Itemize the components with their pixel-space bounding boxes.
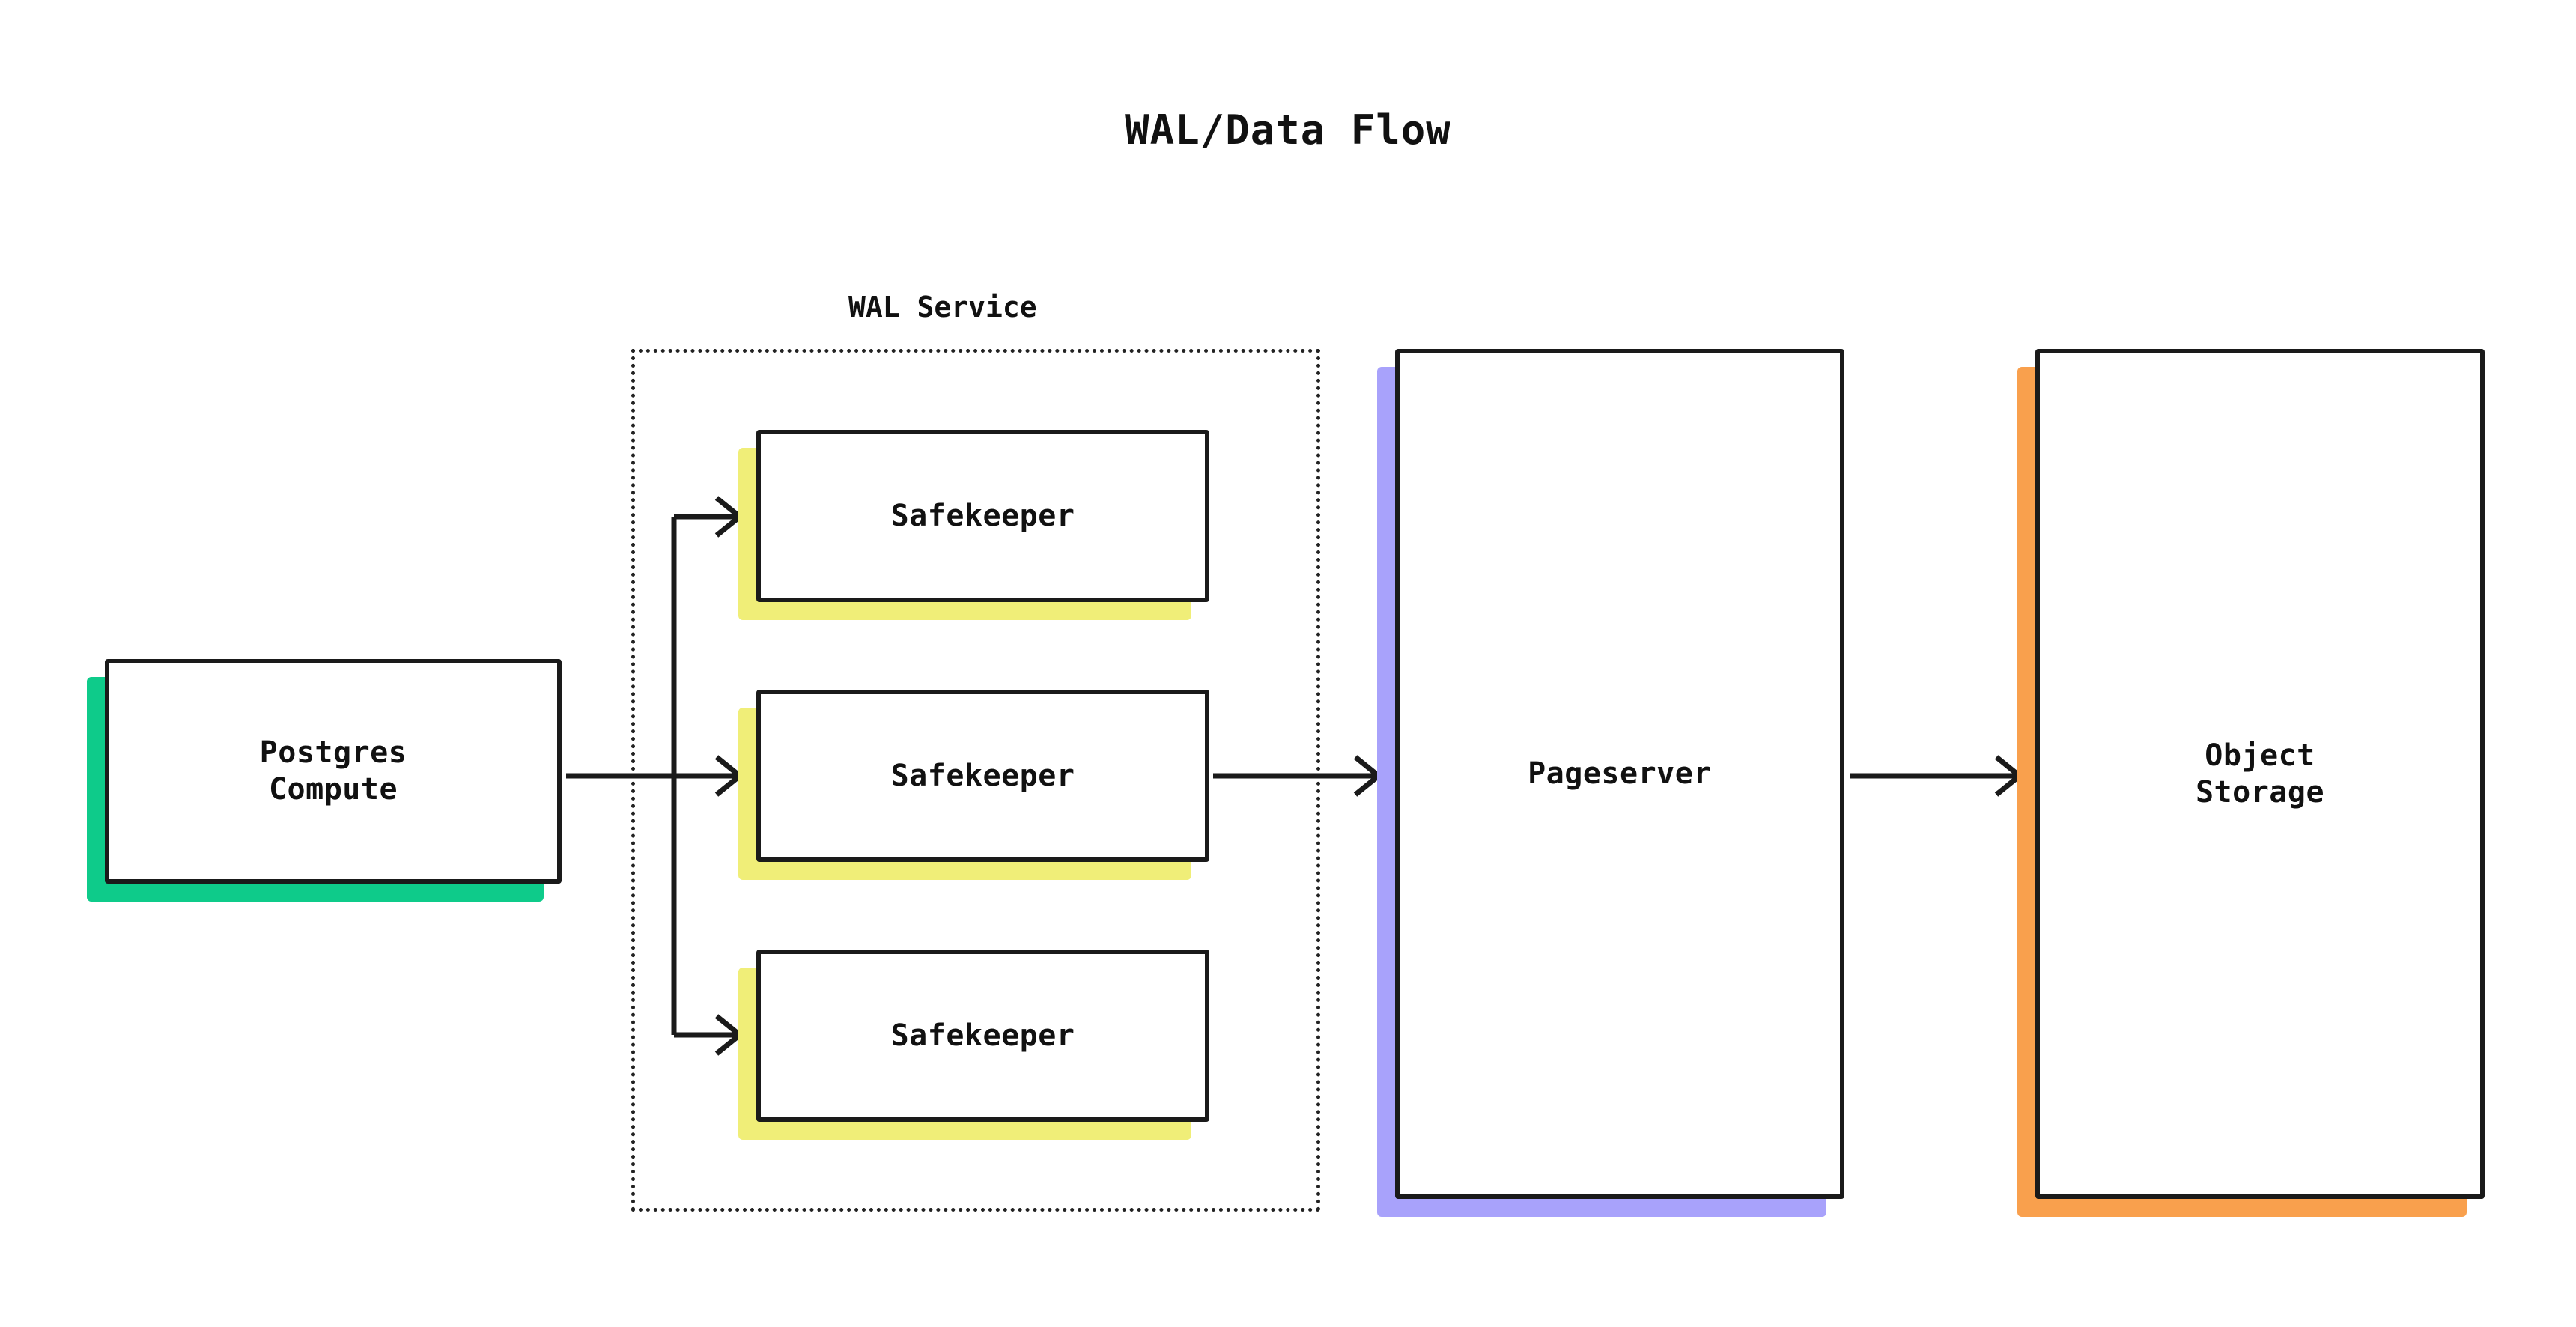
- node-postgres-compute[interactable]: Postgres Compute: [87, 659, 562, 902]
- page-title: WAL/Data Flow: [1125, 106, 1451, 154]
- node-face: Object Storage: [2035, 349, 2485, 1199]
- node-safekeeper-1[interactable]: Safekeeper: [738, 430, 1209, 620]
- node-label: Object Storage: [2195, 738, 2325, 810]
- node-face: Safekeeper: [756, 430, 1209, 602]
- node-object-storage[interactable]: Object Storage: [2017, 349, 2485, 1217]
- node-pageserver[interactable]: Pageserver: [1377, 349, 1844, 1217]
- node-safekeeper-2[interactable]: Safekeeper: [738, 690, 1209, 880]
- node-label: Safekeeper: [890, 498, 1075, 533]
- node-face: Safekeeper: [756, 690, 1209, 862]
- node-label: Safekeeper: [890, 758, 1075, 793]
- node-label: Postgres Compute: [259, 735, 407, 807]
- cluster-label-wal-service: WAL Service: [848, 291, 1037, 324]
- node-face: Postgres Compute: [105, 659, 562, 884]
- node-face: Safekeeper: [756, 950, 1209, 1122]
- node-safekeeper-3[interactable]: Safekeeper: [738, 950, 1209, 1140]
- node-label: Pageserver: [1528, 756, 1712, 792]
- node-face: Pageserver: [1395, 349, 1844, 1199]
- node-label: Safekeeper: [890, 1018, 1075, 1053]
- cluster-boundary-wal-service: [631, 349, 1320, 1212]
